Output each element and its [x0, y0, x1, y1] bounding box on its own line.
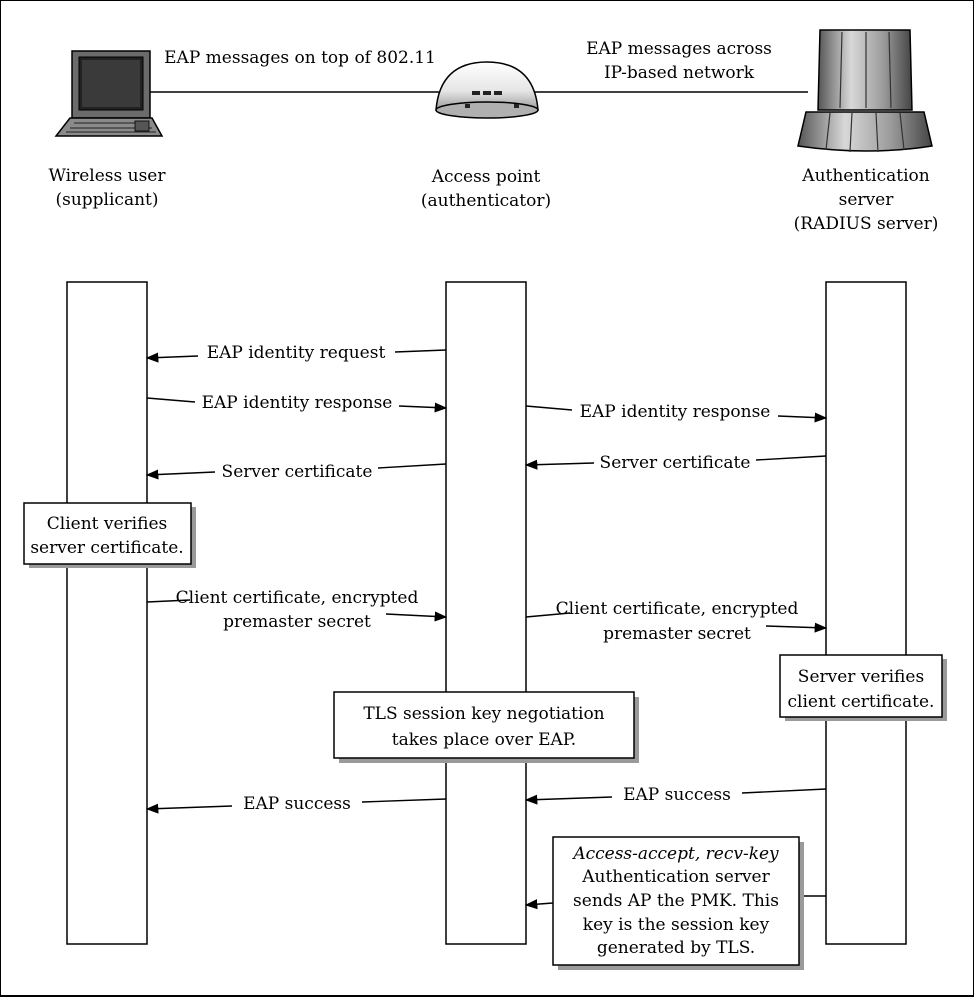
- message-client-certificate-1: Client certificate, encrypted premaster …: [146, 588, 448, 632]
- svg-text:sends AP the PMK. This: sends AP the PMK. This: [573, 891, 779, 911]
- message-server-certificate-1: Server certificate: [145, 462, 447, 482]
- note-server-verifies: Server verifies client certificate.: [779, 654, 947, 721]
- message-client-certificate-2: Client certificate, encrypted premaster …: [525, 599, 828, 644]
- lifeline-authenticator: [445, 281, 527, 945]
- server-label-line-1: Authentication: [801, 166, 929, 186]
- supplicant-label-line-1: Wireless user: [48, 166, 166, 186]
- svg-text:Server certificate: Server certificate: [222, 462, 373, 482]
- svg-text:Server certificate: Server certificate: [600, 453, 751, 473]
- supplicant-label-line-2: (supplicant): [55, 190, 158, 210]
- note-access-accept: Access-accept, recv-key Authentication s…: [552, 836, 804, 970]
- server-label-line-2: server: [839, 190, 895, 210]
- authenticator-label-line-2: (authenticator): [421, 191, 551, 211]
- message-eap-identity-response-2: EAP identity response: [525, 402, 828, 423]
- server-icon: [797, 29, 933, 153]
- svg-text:EAP success: EAP success: [243, 794, 351, 814]
- svg-text:server certificate.: server certificate.: [30, 538, 183, 558]
- note-tls-negotiation: TLS session key negotiation takes place …: [333, 691, 639, 763]
- svg-text:Client verifies: Client verifies: [47, 514, 167, 534]
- svg-text:premaster secret: premaster secret: [603, 624, 751, 644]
- svg-text:Client certificate, encrypted: Client certificate, encrypted: [176, 588, 419, 608]
- svg-text:EAP identity response: EAP identity response: [202, 393, 393, 413]
- svg-text:EAP identity response: EAP identity response: [580, 402, 771, 422]
- svg-text:key is the session key: key is the session key: [583, 915, 770, 935]
- svg-text:TLS session key negotiation: TLS session key negotiation: [363, 704, 604, 724]
- message-eap-success-1: EAP success: [145, 794, 447, 814]
- message-eap-success-2: EAP success: [524, 785, 827, 805]
- svg-text:Authentication server: Authentication server: [581, 867, 770, 887]
- message-eap-identity-response-1: EAP identity response: [146, 393, 448, 413]
- lifeline-server: [825, 281, 907, 945]
- svg-text:Access-accept, recv-key: Access-accept, recv-key: [571, 844, 779, 864]
- message-eap-identity-request: EAP identity request: [145, 343, 447, 363]
- link-left-label: EAP messages on top of 802.11: [164, 48, 436, 68]
- lifeline-supplicant: [66, 281, 148, 945]
- message-server-certificate-2: Server certificate: [524, 453, 827, 473]
- svg-text:generated by TLS.: generated by TLS.: [597, 938, 755, 958]
- svg-text:client certificate.: client certificate.: [788, 692, 935, 712]
- svg-text:EAP identity request: EAP identity request: [207, 343, 386, 363]
- svg-text:premaster secret: premaster secret: [223, 612, 371, 632]
- access-point-icon: [435, 61, 539, 119]
- svg-text:EAP success: EAP success: [623, 785, 731, 805]
- svg-text:Client certificate, encrypted: Client certificate, encrypted: [556, 599, 799, 619]
- link-right-label-line-2: IP-based network: [604, 63, 755, 83]
- authenticator-label-line-1: Access point: [431, 167, 541, 187]
- link-right-label-line-1: EAP messages across: [586, 39, 772, 59]
- svg-text:takes place over EAP.: takes place over EAP.: [392, 730, 576, 750]
- note-client-verifies: Client verifies server certificate.: [23, 502, 196, 568]
- laptop-icon: [54, 50, 164, 137]
- svg-text:Server verifies: Server verifies: [798, 667, 924, 687]
- server-label-line-3: (RADIUS server): [794, 214, 939, 234]
